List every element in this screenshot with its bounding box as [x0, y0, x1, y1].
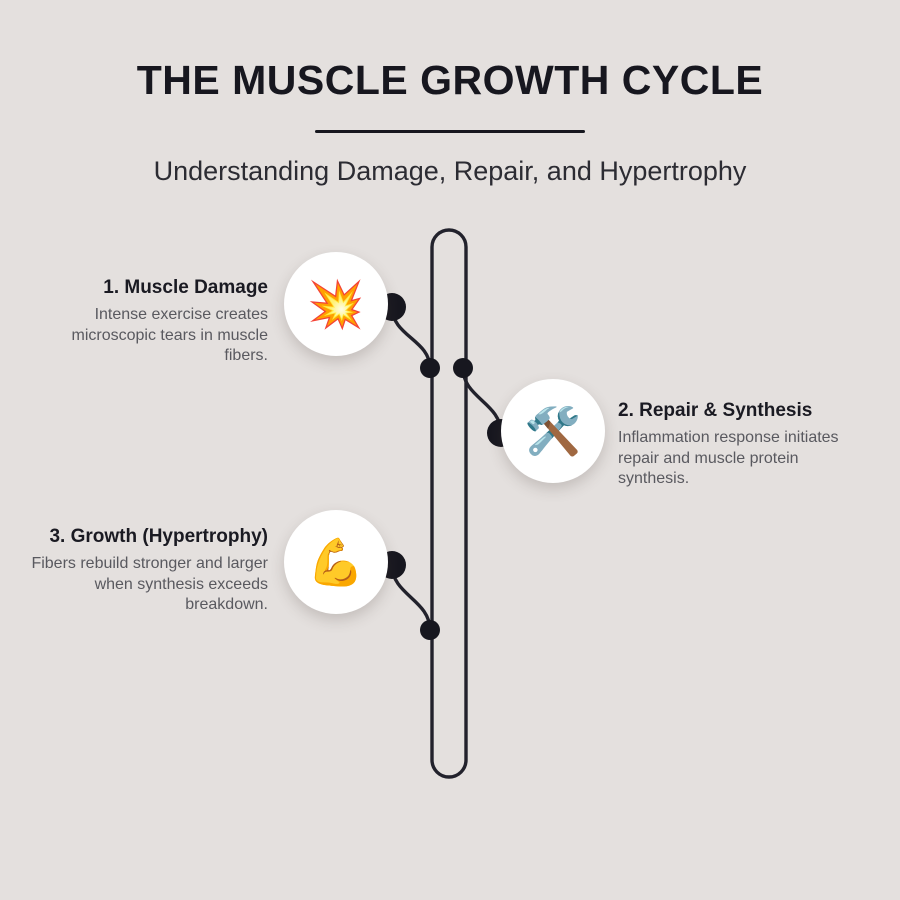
title-divider: [315, 130, 585, 134]
rail-dot-step-1: [420, 358, 440, 378]
collision-explosion-icon: 💥: [307, 278, 365, 330]
step-description-1: Intense exercise creates microscopic tea…: [71, 306, 269, 365]
page-title: THE MUSCLE GROWTH CYCLE: [136, 57, 764, 103]
rail-dot-step-2: [453, 358, 473, 378]
step-icon-bubble-3[interactable]: 💪: [284, 510, 388, 614]
step-text-3: 3. Growth (Hypertrophy) Fibers rebuild s…: [28, 525, 268, 616]
step-title-2: 2. Repair & Synthesis: [618, 400, 813, 421]
step-description-3: Fibers rebuild stronger and larger when …: [31, 555, 268, 614]
flexed-biceps-icon: 💪: [307, 536, 365, 588]
step-icon-bubble-1[interactable]: 💥: [284, 252, 388, 356]
step-text-2: 2. Repair & Synthesis Inflammation respo…: [618, 399, 858, 490]
rail-dot-step-3: [420, 620, 440, 640]
header: THE MUSCLE GROWTH CYCLE Understanding Da…: [0, 0, 900, 187]
step-title-1: 1. Muscle Damage: [103, 277, 268, 298]
main-rail-path: [430, 228, 468, 779]
step-description-2: Inflammation response initiates repair a…: [618, 429, 839, 488]
step-icon-bubble-2[interactable]: 🛠️: [501, 379, 605, 483]
page-subtitle: Understanding Damage, Repair, and Hypert…: [153, 156, 747, 187]
step-text-1: 1. Muscle Damage Intense exercise create…: [28, 276, 269, 367]
hammer-and-wrench-icon: 🛠️: [524, 405, 582, 457]
step-title-3: 3. Growth (Hypertrophy): [49, 526, 268, 547]
